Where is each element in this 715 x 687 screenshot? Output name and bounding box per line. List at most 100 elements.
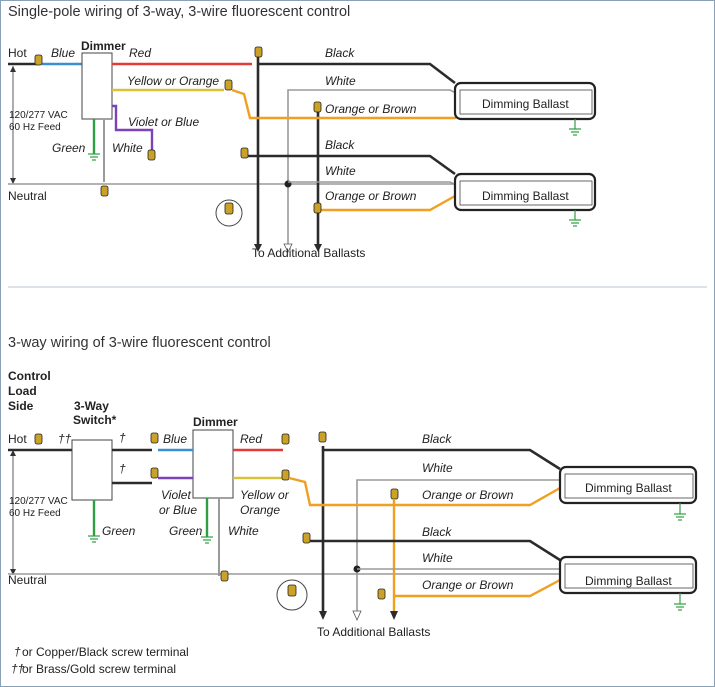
to-additional-label: To Additional Ballasts <box>317 625 430 639</box>
ground-icon <box>201 536 213 544</box>
white-dim-label: White <box>228 524 259 538</box>
ground-icon <box>88 535 100 543</box>
orange-label-1: Orange or Brown <box>325 102 417 116</box>
arrow-down-icon <box>314 244 322 252</box>
orange-label-1: Orange or Brown <box>422 488 514 502</box>
control-label-2: Load <box>8 384 37 398</box>
wire-nut-icon <box>220 570 229 582</box>
wire-nut-icon <box>302 532 311 544</box>
dagger-mark-2: † <box>119 462 126 476</box>
arrow-down-icon <box>254 244 262 252</box>
wire-nut-icon <box>313 202 322 214</box>
ground-icon <box>88 153 100 161</box>
blue-label: Blue <box>51 46 75 60</box>
violet-label-1: Violet <box>161 488 191 502</box>
ground-icon <box>674 593 686 611</box>
green-dimmer-label: Green <box>169 524 203 538</box>
white-label-1: White <box>325 74 356 88</box>
neutral-label: Neutral <box>8 189 47 203</box>
wire-nut-icon <box>318 431 327 443</box>
red-label: Red <box>129 46 151 60</box>
legend-single-text: or Copper/Black screw terminal <box>22 645 189 659</box>
arrow-down-icon <box>390 611 398 620</box>
yellow-label-1: Yellow or <box>240 488 290 502</box>
red-label: Red <box>240 432 262 446</box>
wire-nut-icon <box>287 584 297 597</box>
legend-single-mark: † <box>14 645 21 659</box>
control-label-1: Control <box>8 369 51 383</box>
top-title: Single-pole wiring of 3-way, 3-wire fluo… <box>8 4 350 20</box>
hot-label: Hot <box>8 432 27 446</box>
blue-label: Blue <box>163 432 187 446</box>
white-dim-label: White <box>112 141 143 155</box>
wire-nut-icon <box>390 488 399 500</box>
feed-label-line2: 60 Hz Feed <box>9 508 61 519</box>
ballast2-label: Dimming Ballast <box>482 189 569 203</box>
wire-nut-icon <box>281 469 290 481</box>
white-label-1: White <box>422 461 453 475</box>
wire-nut-icon <box>254 46 263 58</box>
dimmer-label: Dimmer <box>193 415 238 429</box>
wire-nut-icon <box>313 101 322 113</box>
feed-label-line1: 120/277 VAC <box>9 110 68 121</box>
black-wire-ballast1 <box>258 62 456 85</box>
feed-arrow-up-icon <box>10 450 16 456</box>
bottom-title: 3-way wiring of 3-wire fluorescent contr… <box>8 335 271 351</box>
feed-arrow-up-icon <box>10 66 16 72</box>
feed-arrow-down-icon <box>10 178 16 184</box>
wire-nut-icon <box>34 433 43 445</box>
wire-nut-icon <box>100 185 109 197</box>
dimming-ballast-1-panel <box>564 473 694 499</box>
yellow-label-2: Orange <box>240 503 280 517</box>
orange-wire-ballast1 <box>288 476 561 507</box>
black-wire-ballast2 <box>248 154 456 176</box>
green-label: Green <box>52 141 86 155</box>
wire-nut-icon <box>281 433 290 445</box>
dagger-mark-1: † <box>119 431 126 445</box>
white-label-2: White <box>422 551 453 565</box>
control-label-3: Side <box>8 399 34 413</box>
legend: † or Copper/Black screw terminal †† or B… <box>11 645 189 676</box>
white-wire-ballast1 <box>356 479 560 485</box>
dimmer-label: Dimmer <box>81 39 126 53</box>
feed-arrow-down-icon <box>10 569 16 575</box>
black-wire-ballast1 <box>323 448 561 471</box>
feed-label-line1: 120/277 VAC <box>9 496 68 507</box>
single-pole-diagram: Single-pole wiring of 3-way, 3-wire fluo… <box>8 4 597 260</box>
orange-wire-ballast2 <box>318 194 456 212</box>
switch-label-1: 3-Way <box>74 399 109 413</box>
three-way-switch-box <box>71 439 113 501</box>
black-label-2: Black <box>325 138 355 152</box>
ground-icon <box>674 503 686 521</box>
dimming-ballast-2-panel <box>564 563 694 589</box>
wire-nut-icon <box>240 147 249 159</box>
orange-label-2: Orange or Brown <box>422 578 514 592</box>
arrow-down-icon <box>352 610 362 621</box>
yellow-label: Yellow or Orange <box>127 74 219 88</box>
orange-label-2: Orange or Brown <box>325 189 417 203</box>
dimming-ballast-2-panel <box>459 180 593 206</box>
neutral-label: Neutral <box>8 573 47 587</box>
ground-icon <box>569 210 581 227</box>
legend-double-text: or Brass/Gold screw terminal <box>22 662 176 676</box>
ballast2-label: Dimming Ballast <box>585 574 672 588</box>
dimming-ballast-1-panel <box>459 89 593 115</box>
violet-label: Violet or Blue <box>128 115 199 129</box>
arrow-down-icon <box>319 611 327 620</box>
hot-label: Hot <box>8 46 27 60</box>
violet-label-2: or Blue <box>159 503 197 517</box>
dimmer-box <box>81 52 113 120</box>
wire-nut-icon <box>377 588 386 600</box>
black-label-2: Black <box>422 525 452 539</box>
switch-label-2: Switch* <box>73 413 117 427</box>
wire-nut-icon <box>147 149 156 161</box>
legend-double-mark: †† <box>11 662 25 676</box>
wire-nut-icon <box>224 79 233 91</box>
orange-wire-ballast2 <box>394 578 561 598</box>
wire-nut-icon <box>34 54 43 66</box>
ballast1-label: Dimming Ballast <box>482 97 569 111</box>
ballast1-label: Dimming Ballast <box>585 481 672 495</box>
double-dagger-mark: †† <box>58 432 72 446</box>
wire-nut-icon <box>150 432 159 444</box>
